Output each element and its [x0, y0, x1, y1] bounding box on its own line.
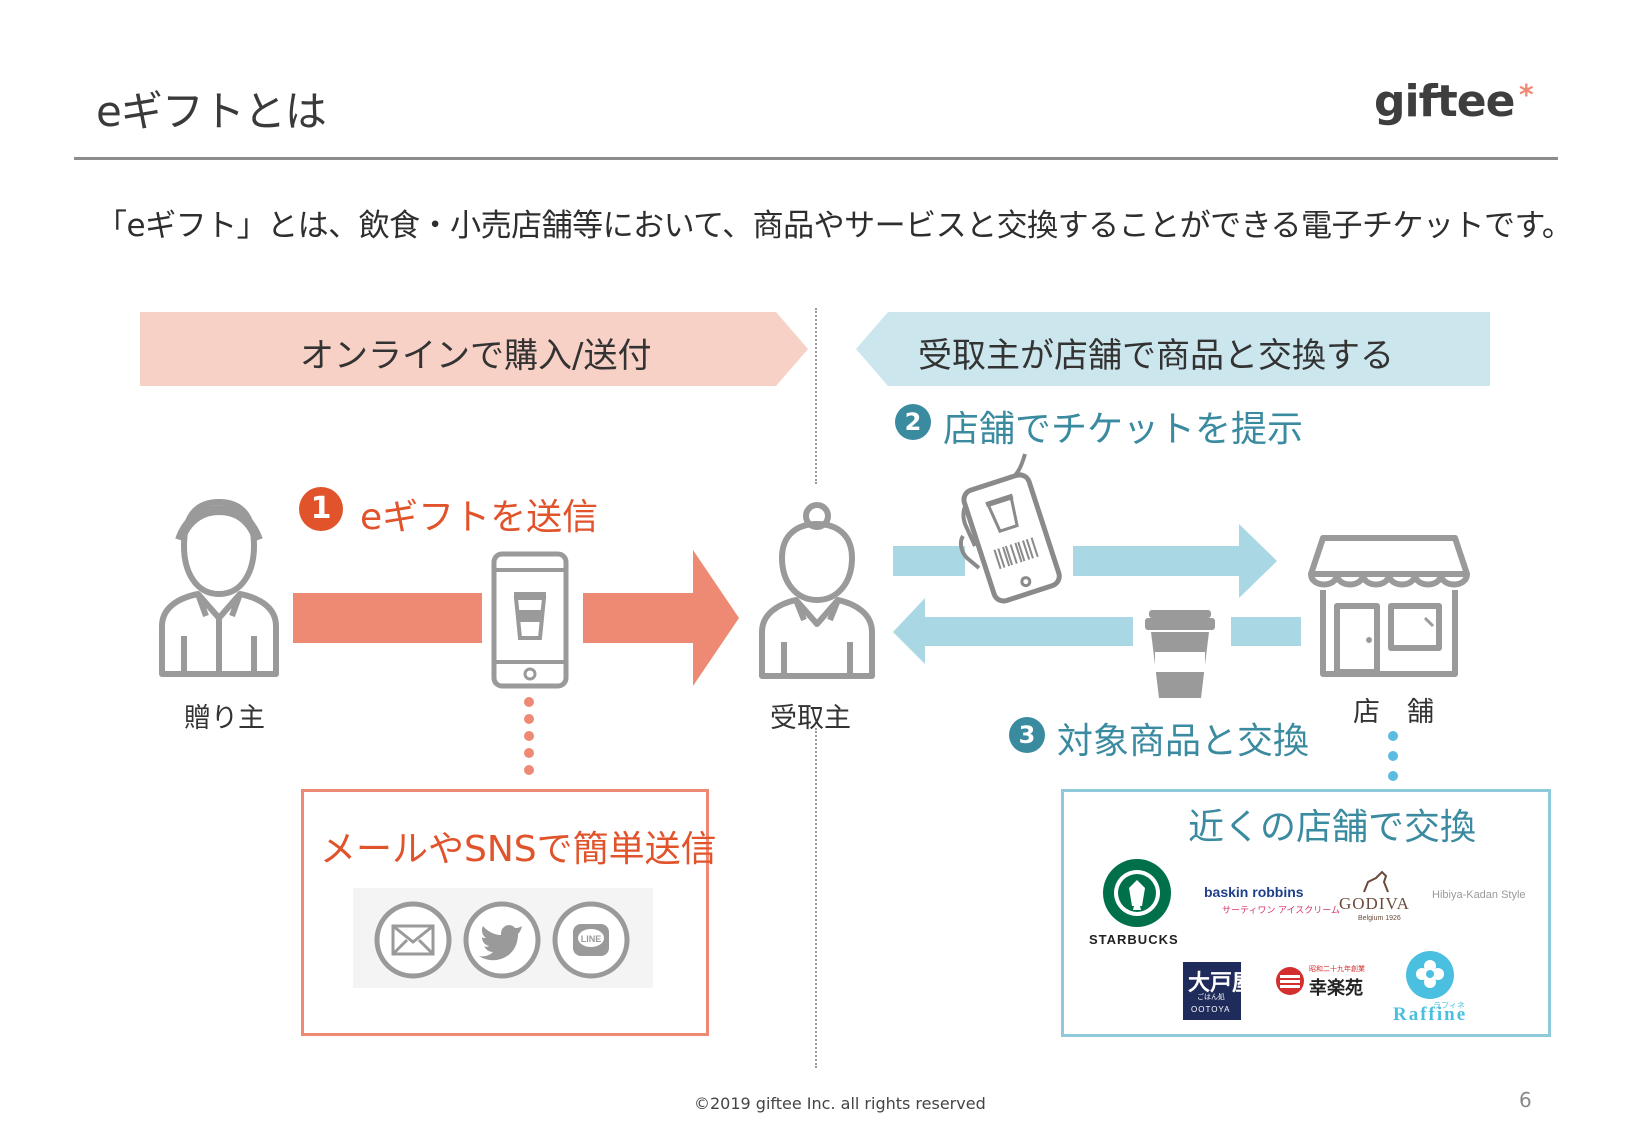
process-bands — [140, 312, 1490, 386]
sender-label: 贈り主 — [184, 703, 265, 734]
header-divider — [74, 157, 1558, 160]
ootoya-logo-sub: ごはん処 — [1197, 994, 1225, 1001]
kourakuen-sub: 昭和二十九年創業 — [1309, 966, 1365, 973]
hibiya-kadan-logo: Hibiya-Kadan Style — [1432, 889, 1526, 901]
godiva-logo: GODIVA — [1339, 894, 1410, 913]
sns-send-box — [301, 789, 709, 1036]
coffee-cup-icon — [1145, 610, 1215, 698]
receiver-person-icon — [759, 502, 875, 679]
giftee-logo: giftee — [1374, 76, 1515, 127]
left-dotted-connector — [524, 697, 534, 775]
receiver-label: 受取主 — [770, 703, 851, 734]
step-3-badge: 3 — [1009, 717, 1045, 753]
starbucks-logo — [1103, 859, 1171, 927]
raffine-sub: ラフィネ — [1433, 1001, 1465, 1010]
starbucks-wordmark: STARBUCKS — [1089, 932, 1179, 947]
line-icon[interactable]: LINE — [551, 900, 631, 980]
ootoya-logo — [1183, 962, 1241, 1020]
band-left-shape — [140, 312, 808, 386]
raffine-logo: Raffine — [1393, 1004, 1468, 1025]
step-2-badge: 2 — [895, 404, 931, 440]
godiva-rider-icon — [1363, 870, 1389, 893]
store-icon — [1308, 535, 1470, 677]
step-2-text: 店舗でチケットを提示 — [943, 409, 1304, 450]
send-arrow — [293, 550, 739, 686]
mail-icon[interactable] — [373, 900, 453, 980]
smartphone-gift-icon — [491, 551, 569, 689]
center-divider-top — [815, 308, 817, 484]
center-divider-bottom — [815, 728, 817, 1068]
step-1-text: eギフトを送信 — [360, 497, 599, 538]
sender-person-icon — [159, 499, 279, 677]
exchange-arrows — [893, 524, 1301, 664]
right-dotted-connector — [1388, 731, 1398, 781]
description-text: 「eギフト」とは、飲食・小売店舗等において、商品やサービスと交換することができる… — [96, 208, 1573, 244]
baskin-robbins-sub: サーティワン アイスクリーム — [1222, 905, 1340, 915]
store-label: 店 舗 — [1353, 697, 1434, 728]
page-title: eギフトとは — [96, 87, 327, 136]
store-exchange-box — [1061, 789, 1551, 1037]
kourakuen-mark — [1276, 967, 1304, 995]
store-box-title: 近くの店舗で交換 — [1188, 807, 1477, 848]
hand-phone-ticket-icon — [958, 453, 1062, 604]
band-left-label: オンラインで購入/送付 — [300, 336, 652, 376]
step-1-badge: 1 — [299, 487, 343, 531]
godiva-sub: Belgium 1926 — [1358, 915, 1401, 922]
kourakuen-logo: 幸楽苑 — [1309, 978, 1363, 998]
band-right-shape — [856, 312, 1490, 386]
line-icon-text: LINE — [581, 934, 602, 944]
sns-box-title: メールやSNSで簡単送信 — [320, 829, 717, 870]
step-3-text: 対象商品と交換 — [1057, 721, 1310, 762]
logo-mark: * — [1519, 78, 1534, 111]
raffine-flower-icon — [1406, 951, 1454, 999]
ootoya-logo-en: OOTOYA — [1191, 1005, 1231, 1014]
twitter-icon[interactable] — [462, 900, 542, 980]
ootoya-logo-text: 大戸屋 — [1188, 970, 1255, 995]
band-right-label: 受取主が店舗で商品と交換する — [918, 336, 1394, 376]
copyright-footer: ©2019 giftee Inc. all rights reserved — [694, 1094, 986, 1113]
baskin-robbins-logo: baskin robbins — [1204, 884, 1304, 900]
page-number: 6 — [1519, 1088, 1532, 1112]
